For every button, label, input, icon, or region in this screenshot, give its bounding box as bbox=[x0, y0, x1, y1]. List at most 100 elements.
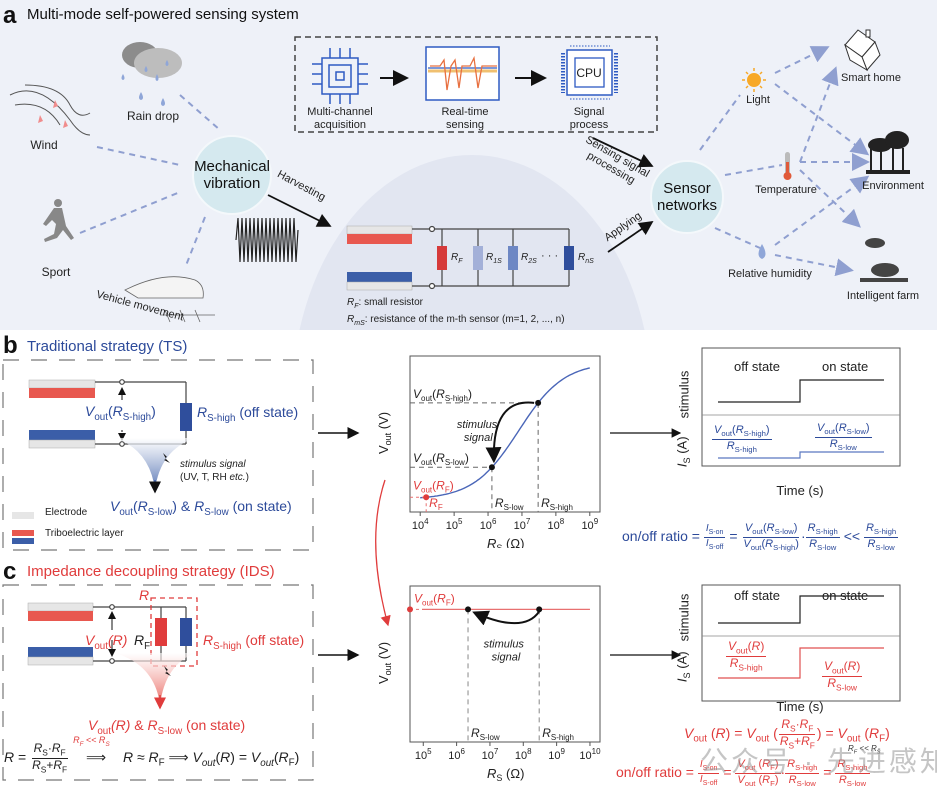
rf-point bbox=[407, 606, 413, 613]
rf-point bbox=[423, 494, 430, 501]
link-net-temp bbox=[724, 164, 783, 176]
ts-time-axis-label: Time (s) bbox=[776, 483, 824, 498]
rs-high-axis-label: RS-high bbox=[541, 496, 573, 512]
panel-letter-c: c bbox=[3, 558, 17, 585]
vibration-waveform bbox=[235, 217, 299, 263]
circuit-halo bbox=[299, 155, 645, 330]
thermometer-icon bbox=[783, 152, 792, 180]
cpu-icon bbox=[561, 45, 618, 100]
sport-label: Sport bbox=[41, 265, 71, 279]
rain-label: Rain drop bbox=[126, 109, 180, 123]
x-tick-label: 105 bbox=[415, 747, 432, 762]
rf-legend: RF: small resistor bbox=[347, 297, 423, 310]
x-tick-label: 108 bbox=[515, 747, 532, 762]
x-axis-label: RS (Ω) bbox=[487, 766, 524, 783]
rf-axis-label: RF bbox=[429, 496, 443, 512]
legend-electrode: Electrode bbox=[45, 507, 88, 518]
panel-c-title: Impedance decoupling strategy (IDS) bbox=[27, 563, 275, 580]
ids-current-axis-label: IS (A) bbox=[674, 651, 693, 683]
ts-off-state-label: off state bbox=[734, 359, 781, 374]
rns-label: RnS bbox=[578, 252, 594, 265]
x-tick-label: 106 bbox=[480, 517, 497, 532]
light-label: Light bbox=[746, 94, 770, 106]
ts-current-axis-label: IS (A) bbox=[674, 436, 693, 468]
rs-low-axis-label: RS-low bbox=[471, 726, 500, 742]
ts-rs-high-label: RS-high (off state) bbox=[197, 404, 299, 424]
annotation-line2: signal bbox=[464, 432, 493, 444]
ts-off-current-frac: Vout(RS-high)RS-high bbox=[712, 424, 772, 454]
rain-cloud-icon bbox=[121, 42, 182, 106]
ids-on-current-frac: Vout(R)RS-low bbox=[822, 659, 863, 693]
panel-a-title: Multi-mode self-powered sensing system bbox=[27, 6, 299, 23]
plot-frame bbox=[409, 355, 601, 513]
runner-icon bbox=[43, 199, 74, 242]
panel-a: a Multi-mode self-powered sensing system bbox=[0, 0, 937, 330]
rs-high-axis-label: RS-high bbox=[542, 726, 574, 742]
annotation-line1: stimulus bbox=[457, 419, 498, 431]
r1s-label: R1S bbox=[486, 252, 502, 265]
legend-triboelectric: Triboelectric layer bbox=[45, 528, 124, 539]
ids-vout-r-label: Vout(R) bbox=[85, 632, 128, 652]
ts-stimulus-axis-label: stimulus bbox=[676, 370, 692, 419]
panel-a-circuit bbox=[346, 225, 574, 291]
pipeline-box bbox=[294, 36, 658, 133]
sun-icon bbox=[742, 68, 766, 92]
ids-current-trace bbox=[718, 647, 884, 679]
panel-b-box bbox=[2, 359, 314, 551]
ts-vout-curve bbox=[420, 367, 590, 499]
x-tick-label: 106 bbox=[448, 747, 465, 762]
vout-low-label: Vout(RS-low) bbox=[413, 451, 469, 467]
ids-off-state-label: off state bbox=[734, 588, 781, 603]
vout-rf-label: Vout(RF) bbox=[413, 478, 454, 494]
panel-b-title: Traditional strategy (TS) bbox=[27, 338, 188, 355]
smart-home-icon bbox=[844, 29, 881, 72]
x-tick-label: 107 bbox=[482, 747, 499, 762]
vout-high-label: Vout(RS-high) bbox=[413, 387, 472, 403]
rf-label: RF bbox=[451, 252, 463, 265]
rs-high-point bbox=[536, 606, 543, 613]
panel-a-graphics bbox=[9, 29, 910, 330]
temperature-label: Temperature bbox=[755, 184, 817, 196]
ids-on-state-label: Vout(R) & RS-low (on state) bbox=[88, 717, 246, 737]
link-net-light bbox=[699, 94, 741, 151]
panel-c-circuit bbox=[27, 597, 198, 710]
x-tick-label: 108 bbox=[548, 517, 565, 532]
ids-on-state-time-label: on state bbox=[822, 588, 869, 603]
panel-c-box bbox=[2, 584, 314, 781]
ids-condition-note: RF << RS bbox=[848, 744, 881, 756]
ts-vout-high-label: Vout(RS-high) bbox=[85, 403, 156, 423]
humidity-label: Relative humidity bbox=[728, 268, 812, 280]
ids-stimulus-trace bbox=[718, 595, 884, 624]
multichannel-chip-icon bbox=[312, 48, 368, 104]
ellipsis-dots: · · · bbox=[541, 250, 559, 262]
ts-on-current-frac: Vout(RS-low)RS-low bbox=[815, 422, 872, 452]
rs-low-axis-label: RS-low bbox=[495, 496, 524, 512]
realtime-sensing-icon bbox=[425, 46, 500, 101]
ts-stimulus-note: stimulus signal(UV, T, RH etc.) bbox=[180, 459, 249, 483]
vout-rf-label: Vout(RF) bbox=[414, 591, 455, 607]
x-tick-label: 105 bbox=[446, 517, 463, 532]
x-tick-label: 1010 bbox=[579, 747, 601, 762]
panel-letter-a: a bbox=[3, 2, 17, 29]
ids-r-box-label: R bbox=[139, 587, 150, 603]
train-icon bbox=[124, 276, 215, 323]
environment-label: Environment bbox=[862, 180, 924, 192]
panels-bc-graphics bbox=[2, 347, 901, 781]
humidity-droplet-icon bbox=[758, 244, 766, 259]
ids-rf-label: RF bbox=[134, 632, 151, 652]
farm-animals-icon bbox=[860, 238, 908, 282]
plot-frame bbox=[409, 585, 601, 743]
watermark: 公众号 · 先进感知 bbox=[700, 746, 937, 777]
rs-low-point bbox=[488, 464, 495, 471]
x-axis-label: RS (Ω) bbox=[487, 536, 524, 548]
x-tick-label: 104 bbox=[412, 517, 429, 532]
link-wind bbox=[96, 146, 181, 166]
